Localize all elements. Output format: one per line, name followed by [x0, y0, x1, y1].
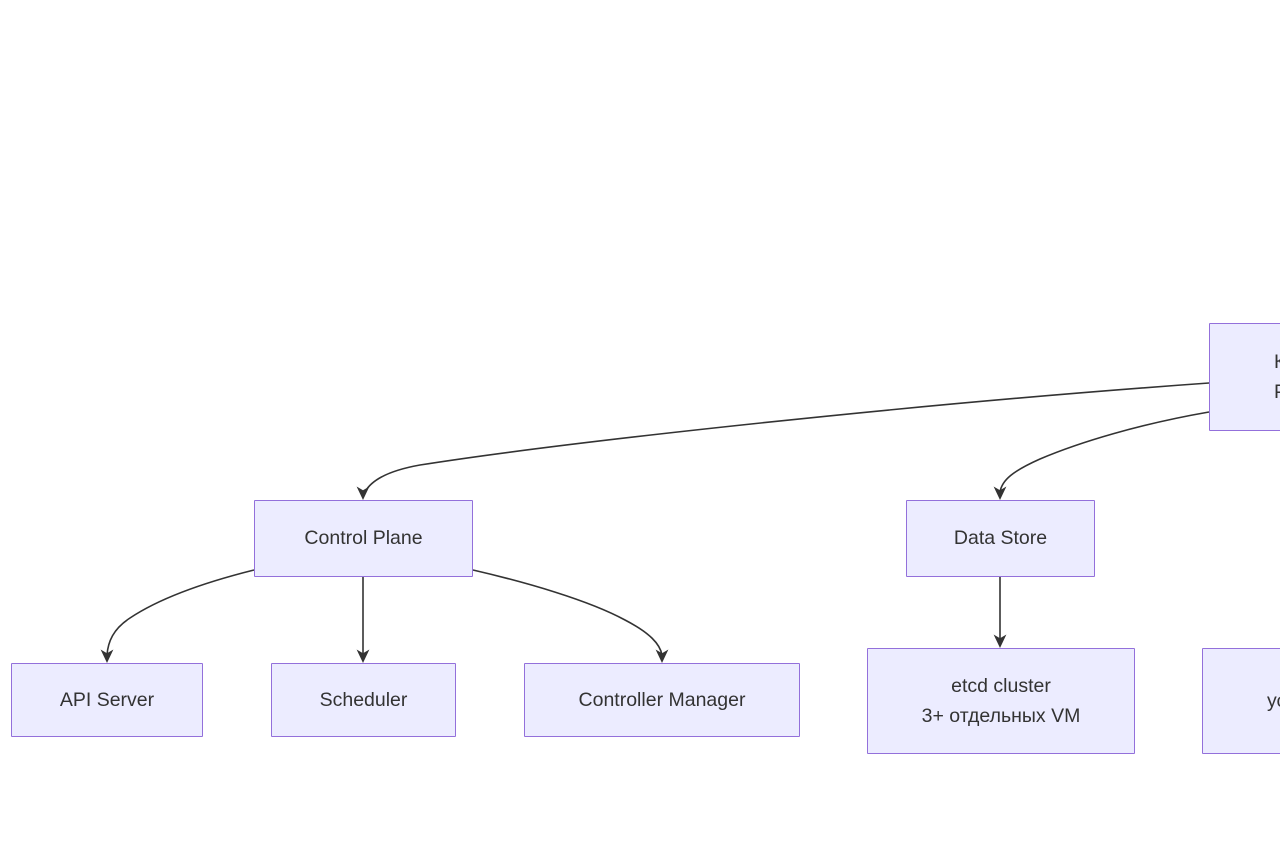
node-data-store[interactable]: Data Store	[906, 500, 1095, 577]
node-api-server[interactable]: API Server	[11, 663, 203, 737]
node-data-store-label: Data Store	[953, 527, 1048, 550]
node-etcd-cluster-label: etcd cluster	[951, 674, 1051, 697]
node-etcd-cluster-label: 3+ отдельных VM	[921, 705, 1081, 727]
node-root-label: Раз	[1274, 377, 1280, 407]
edge-data-store-to-etcd-cluster	[993, 577, 1007, 648]
node-controller-manager[interactable]: Controller Manager	[524, 663, 800, 737]
edge-control-plane-to-api-server	[100, 569, 255, 663]
node-control-plane-label: Control Plane	[304, 527, 423, 550]
edge-control-plane-to-scheduler	[356, 577, 370, 663]
node-controller-manager-label: Controller Manager	[578, 688, 746, 711]
edge-root-to-control-plane	[356, 382, 1210, 500]
node-root[interactable]: К Раз	[1209, 323, 1280, 431]
node-api-server-label: API Server	[59, 688, 155, 711]
edge-root-to-data-store	[993, 411, 1210, 500]
node-worker-nodes[interactable]: уста	[1202, 648, 1280, 754]
node-worker-nodes-label: уста	[1267, 689, 1280, 712]
node-scheduler[interactable]: Scheduler	[271, 663, 456, 737]
node-etcd-cluster[interactable]: etcd cluster 3+ отдельных VM	[867, 648, 1135, 754]
edge-control-plane-to-controller-manager	[472, 569, 669, 663]
node-root-label: К	[1274, 350, 1280, 373]
node-control-plane[interactable]: Control Plane	[254, 500, 473, 577]
node-scheduler-label: Scheduler	[319, 688, 408, 711]
